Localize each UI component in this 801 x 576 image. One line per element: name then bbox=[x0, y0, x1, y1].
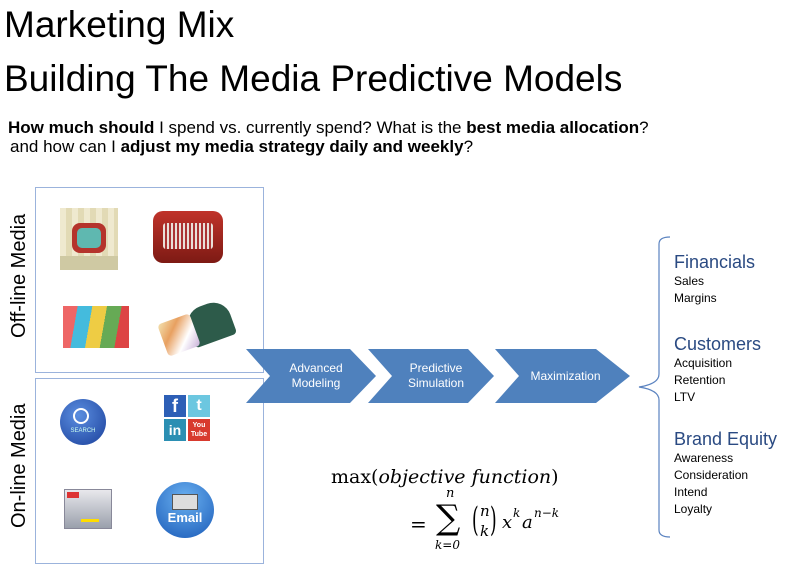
outcome-item: Margins bbox=[674, 291, 717, 305]
outcome-item: Acquisition bbox=[674, 356, 733, 370]
linkedin-icon: in bbox=[164, 419, 186, 441]
question-emphasis: best media allocation bbox=[466, 118, 640, 137]
binom-top: n bbox=[480, 502, 490, 520]
sum-lower: k=0 bbox=[435, 538, 460, 552]
outcome-item: Consideration bbox=[674, 468, 749, 482]
sum-symbol: ∑ bbox=[436, 498, 461, 538]
outcome-heading: Financials bbox=[674, 252, 756, 272]
outcome-item: Intend bbox=[674, 485, 708, 499]
slide-title: Marketing Mix bbox=[4, 4, 235, 45]
online-media-label: On-line Media bbox=[8, 403, 30, 528]
outcome-item: LTV bbox=[674, 390, 696, 404]
email-icon-text: Email bbox=[167, 510, 203, 525]
question-line-1: How much should I spend vs. currently sp… bbox=[8, 118, 649, 137]
offline-media-box bbox=[35, 187, 264, 373]
outcome-item: Sales bbox=[674, 274, 705, 288]
formula-line-2: = n ∑ k=0 ( n k ) x k a n−k bbox=[410, 486, 560, 552]
email-icon: Email bbox=[156, 482, 214, 538]
formula-paren: ) bbox=[551, 466, 559, 488]
magazines-icon bbox=[63, 306, 129, 348]
radio-icon bbox=[153, 211, 223, 263]
step-maximization: Maximization bbox=[495, 349, 630, 403]
outcome-heading: Customers bbox=[674, 334, 762, 354]
outcome-heading: Brand Equity bbox=[674, 429, 778, 449]
display-ad-icon bbox=[64, 489, 112, 529]
offline-media-label: Off-line Media bbox=[8, 213, 30, 338]
social-media-icon: f t in You Tube bbox=[164, 395, 210, 441]
formula-objective: objective function bbox=[378, 466, 552, 488]
question-text: ? bbox=[639, 118, 649, 137]
formula-x-exp: k bbox=[513, 506, 521, 520]
question-text: and how can I bbox=[10, 137, 121, 156]
step-advanced-modeling: Advanced Modeling bbox=[246, 349, 376, 403]
slide-subtitle: Building The Media Predictive Models bbox=[4, 58, 623, 99]
search-icon: SEARCH bbox=[60, 399, 106, 445]
question-line-2: and how can I adjust my media strategy d… bbox=[10, 137, 473, 156]
search-icon-text: SEARCH bbox=[70, 428, 96, 434]
outcome-item: Awareness bbox=[674, 451, 734, 465]
step-predictive-simulation: Predictive Simulation bbox=[368, 349, 494, 403]
online-media-box: SEARCH f t in You Tube Email bbox=[35, 378, 264, 564]
formula-max: max( bbox=[331, 466, 379, 488]
curly-bracket bbox=[638, 236, 671, 538]
question-text: ? bbox=[463, 137, 474, 156]
question-emphasis: How much should bbox=[8, 118, 155, 137]
binom-bottom: k bbox=[480, 522, 490, 540]
youtube-icon: You Tube bbox=[188, 419, 210, 441]
tv-icon bbox=[60, 208, 118, 270]
formula-a-exp: n−k bbox=[534, 506, 560, 520]
formula-a: a bbox=[522, 512, 533, 533]
outcome-item: Retention bbox=[674, 373, 726, 387]
formula-line-1: max(objective function) bbox=[331, 466, 559, 488]
formula-equals: = bbox=[410, 512, 427, 536]
step-label: Advanced Modeling bbox=[289, 361, 343, 390]
facebook-icon: f bbox=[164, 395, 186, 417]
twitter-icon: t bbox=[188, 395, 210, 417]
mailbox-icon bbox=[157, 297, 238, 360]
question-text: I spend vs. currently spend? What is the bbox=[154, 118, 467, 137]
step-label: Predictive Simulation bbox=[407, 361, 465, 390]
sum-upper: n bbox=[446, 486, 455, 501]
outcome-item: Loyalty bbox=[674, 502, 713, 516]
formula-x: x bbox=[502, 512, 513, 533]
step-label: Maximization bbox=[530, 368, 601, 383]
question-emphasis: adjust my media strategy daily and weekl… bbox=[120, 137, 464, 156]
